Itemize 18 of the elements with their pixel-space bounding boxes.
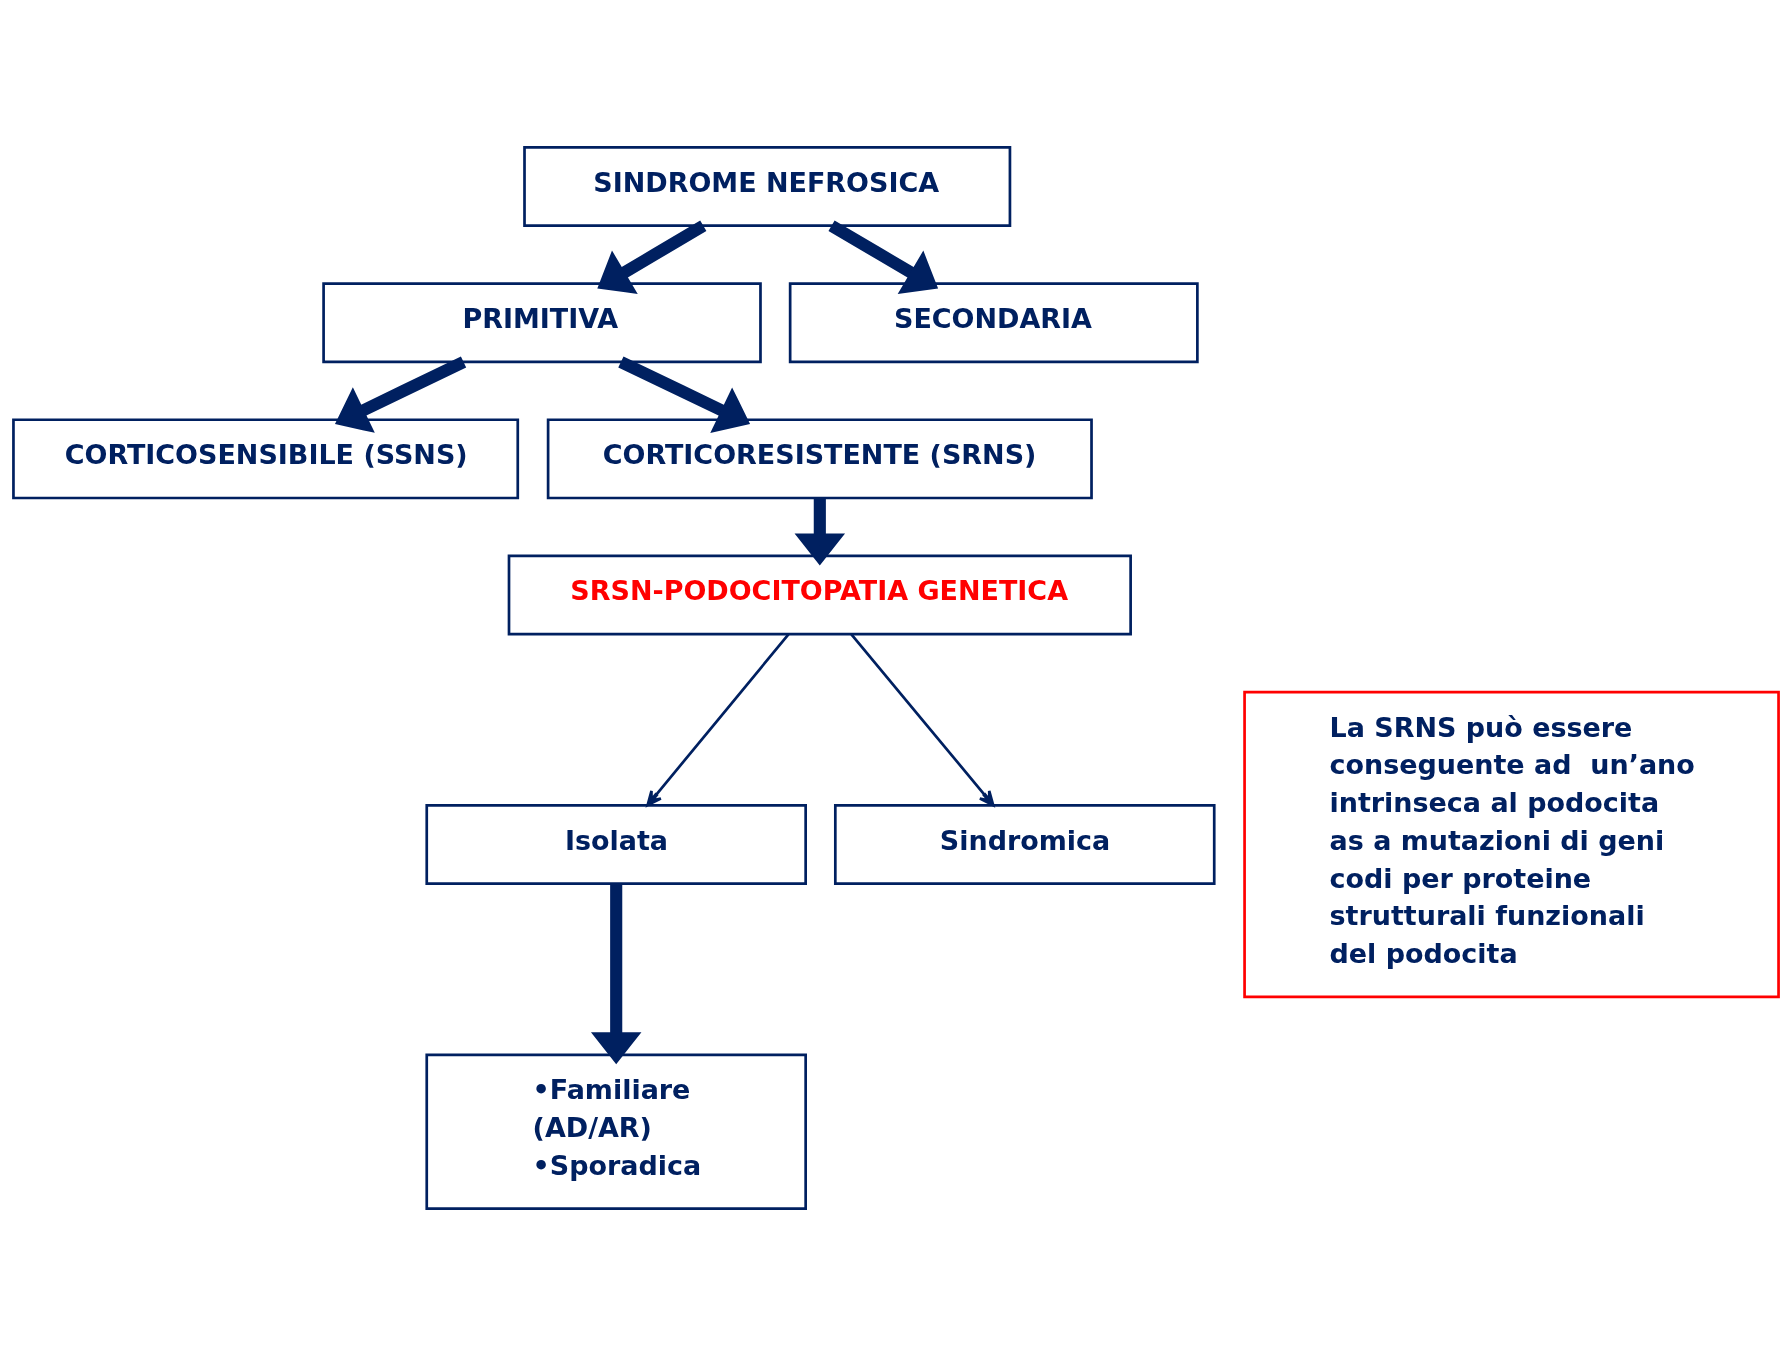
node-box: SRSN-PODOCITOPATIA GENETICA xyxy=(507,554,1132,636)
node-box: SECONDARIA xyxy=(788,281,1199,363)
node-box: •Familiare (AD/AR) •Sporadica xyxy=(425,1053,807,1210)
node-box: Sindromica xyxy=(833,803,1216,885)
arrow xyxy=(850,633,995,806)
arrow xyxy=(794,497,846,566)
arrow xyxy=(828,220,939,294)
arrow xyxy=(618,355,751,433)
node-box: La SRNS può essere conseguente ad un’ano intrinseca al podocita as a mutazioni di geni codi per proteine strutturali funzionali del podocita xyxy=(1243,690,1780,998)
arrow xyxy=(590,883,642,1064)
node-box: Isolata xyxy=(425,803,807,885)
arrow xyxy=(646,633,790,806)
node-box: PRIMITIVA xyxy=(322,281,762,363)
arrow xyxy=(334,355,467,433)
node-box: SINDROME NEFROSICA xyxy=(523,145,1012,227)
node-box: CORTICOSENSIBILE (SSNS) xyxy=(12,417,520,499)
arrow xyxy=(597,220,707,294)
node-box: CORTICORESISTENTE (SRNS) xyxy=(546,417,1093,499)
